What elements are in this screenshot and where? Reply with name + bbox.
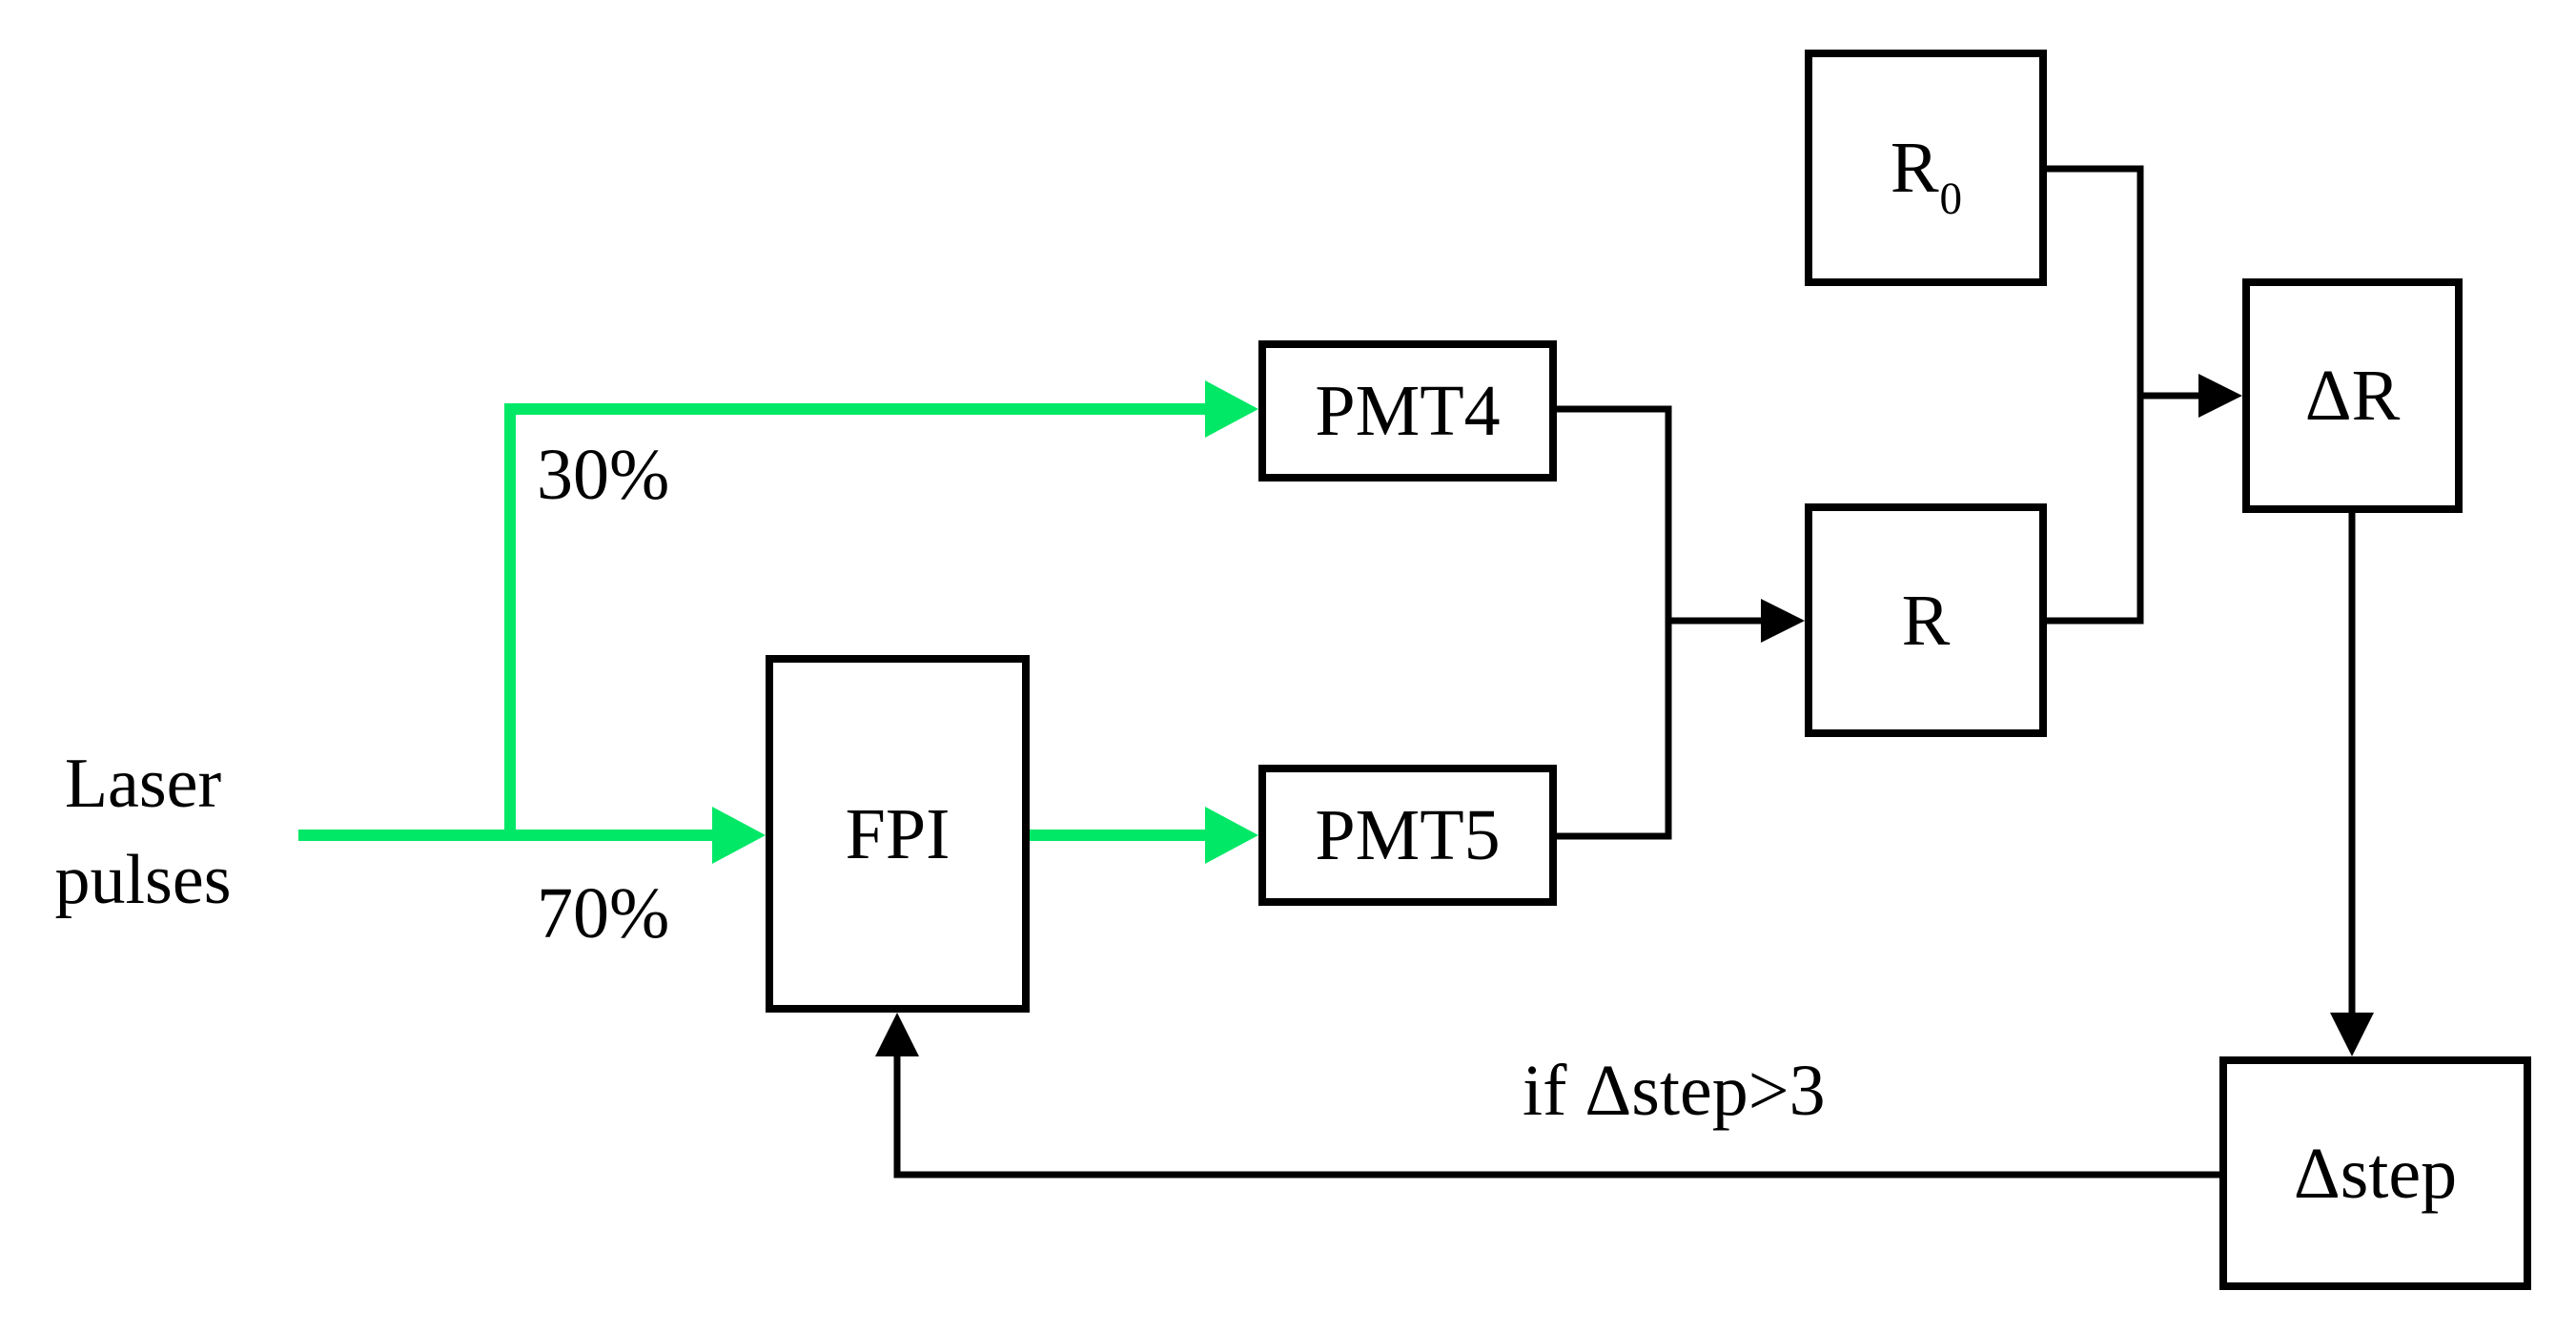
split-30-label: 30% (537, 435, 670, 515)
node-delta-step: Δstep (2219, 1056, 2531, 1290)
node-r0-subscript: 0 (1939, 174, 1963, 224)
node-delta-r: ΔR (2242, 278, 2463, 513)
feedback-condition-label: if Δstep>3 (1523, 1051, 1826, 1131)
split-70-label: 70% (537, 873, 670, 953)
wire-r0-r-join (2047, 165, 2144, 625)
wire-pmt4-pmt5-join (1557, 405, 1672, 840)
laser-pulses-label-line1: Laser (64, 745, 222, 823)
node-r0-label: R0 (1890, 128, 1963, 224)
laser-pulses-label: Laser pulses (24, 736, 262, 928)
node-pmt4: PMT4 (1258, 340, 1557, 482)
node-pmt5-label: PMT5 (1315, 795, 1501, 875)
node-fpi-label: FPI (845, 793, 951, 874)
node-r0: R0 (1805, 50, 2047, 286)
node-pmt4-label: PMT4 (1315, 371, 1501, 451)
laser-pulses-label-line2: pulses (54, 840, 232, 919)
node-delta-step-label: Δstep (2293, 1133, 2458, 1214)
node-fpi: FPI (766, 655, 1030, 1013)
node-r-label: R (1901, 580, 1951, 661)
beam-split-to-pmt4 (504, 380, 1258, 835)
node-pmt5: PMT5 (1258, 765, 1557, 906)
node-delta-r-label: ΔR (2304, 356, 2401, 436)
node-r: R (1805, 503, 2047, 737)
wire-feedback-delta-step-to-fpi (875, 1013, 2219, 1178)
